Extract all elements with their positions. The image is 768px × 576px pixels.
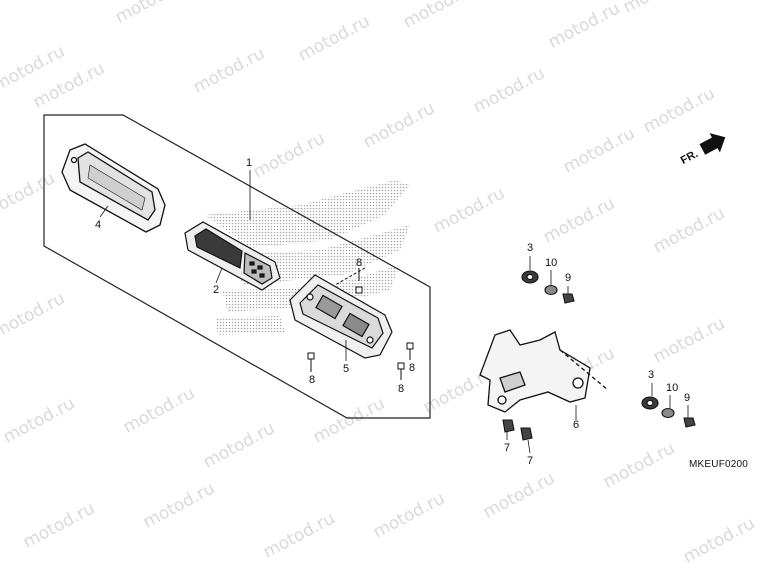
callout-4: 4 [95,219,101,231]
bolt [502,419,533,441]
callout-7: 7 [504,442,510,454]
meter-cover [61,143,166,233]
meter-case [289,274,393,359]
lcd-unit [184,221,281,291]
leader-lines [506,256,689,454]
mounting-bracket [479,329,609,413]
bolt [683,417,696,428]
callout-8: 8 [309,374,315,386]
direction-label: FR. [679,148,700,167]
diagram-code: MKEUF0200 [689,459,749,470]
callout-7: 7 [527,455,533,467]
screw [307,267,414,380]
callout-6: 6 [573,419,579,431]
callout-10: 10 [666,382,678,394]
callout-1: 1 [246,157,252,169]
callout-3: 3 [648,369,654,381]
callout-9: 9 [684,392,690,404]
callout-5: 5 [343,363,349,375]
bolt [562,293,575,304]
callout-2: 2 [213,284,219,296]
collar [661,407,675,419]
callout-8: 8 [356,257,362,269]
assembly-outline-box [43,114,431,419]
rubber-grommet [521,270,539,284]
callout-8: 8 [398,383,404,395]
collar [544,284,558,296]
callout-9: 9 [565,272,571,284]
callout-10: 10 [545,257,557,269]
front-direction-arrow: FR. [679,133,726,167]
callout-3: 3 [527,242,533,254]
callout-8: 8 [409,362,415,374]
rubber-grommet [641,396,659,410]
